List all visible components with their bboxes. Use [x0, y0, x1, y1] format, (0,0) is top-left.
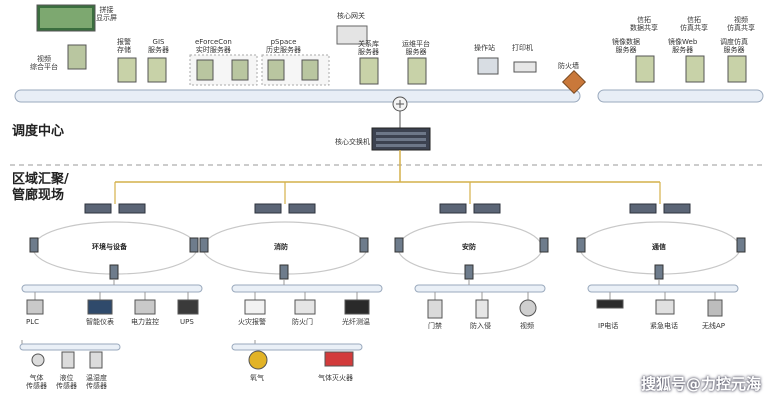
right-item-label: 视频 仿真共享 — [727, 16, 755, 32]
center-bus-right — [597, 89, 764, 103]
monitor-platform-label: 视频 综合平台 — [30, 55, 58, 71]
video-wall-label: 拼接 显示屏 — [96, 6, 117, 22]
device-label: 电力监控 — [131, 318, 159, 326]
group-label: 安防 — [460, 242, 478, 252]
field-device-icons — [26, 299, 723, 370]
device-label: 紧急电话 — [650, 322, 678, 330]
center-item-label: GIS 服务器 — [148, 38, 169, 54]
device-label: 火灾报警 — [238, 318, 266, 326]
sub-device-label: 氧气 — [250, 374, 264, 382]
device-label: UPS — [180, 318, 194, 326]
sub-device-label: 液位 传感器 — [56, 374, 77, 390]
center-item-label: 报警 存储 — [117, 38, 131, 54]
device-label: 防火门 — [292, 318, 313, 326]
center-item-label: 运维平台 服务器 — [402, 40, 430, 56]
device-label: PLC — [26, 318, 40, 326]
right-item-label: 调度仿真 服务器 — [720, 38, 748, 54]
center-item-label: 关系库 服务器 — [358, 40, 379, 56]
center-item-label: eForceCon 实时服务器 — [195, 38, 232, 54]
device-label: 防入侵 — [470, 322, 491, 330]
device-label: IP电话 — [598, 322, 619, 330]
device-label: 视频 — [520, 322, 534, 330]
device-label: 门禁 — [428, 322, 442, 330]
right-item-label: 镜像Web 服务器 — [668, 38, 698, 54]
center-item-label: 操作站 — [474, 44, 495, 52]
group-label: 消防 — [272, 242, 290, 252]
right-item-label: 信拓 仿真共享 — [680, 16, 708, 32]
device-label: 无线AP — [702, 322, 726, 330]
device-label: 智能仪表 — [86, 318, 114, 326]
group-label: 通信 — [650, 242, 668, 252]
sub-device-label: 气体灭火器 — [318, 374, 353, 382]
server-icons — [36, 4, 747, 95]
right-item-label: 信拓 数据共享 — [630, 16, 658, 32]
center-bus-left — [14, 89, 581, 103]
watermark: 搜狐号@力控元海 — [640, 375, 761, 393]
sub-device-label: 温湿度 传感器 — [86, 374, 107, 390]
center-item-label: pSpace 历史服务器 — [266, 38, 301, 54]
center-item-label: 打印机 — [512, 44, 533, 52]
center-item-label: 防火墙 — [558, 62, 579, 70]
core-switch-label: 核心交换机 — [335, 138, 370, 146]
right-item-label: 镜像数据 服务器 — [612, 38, 640, 54]
center-item-label: 核心网关 — [337, 12, 365, 20]
field-zone-title: 区域汇聚/ 管廊现场 — [12, 172, 69, 203]
device-label: 光纤测温 — [342, 318, 370, 326]
center-zone-title: 调度中心 — [12, 124, 65, 139]
group-label: 环境与设备 — [90, 242, 129, 252]
sub-device-label: 气体 传感器 — [26, 374, 47, 390]
